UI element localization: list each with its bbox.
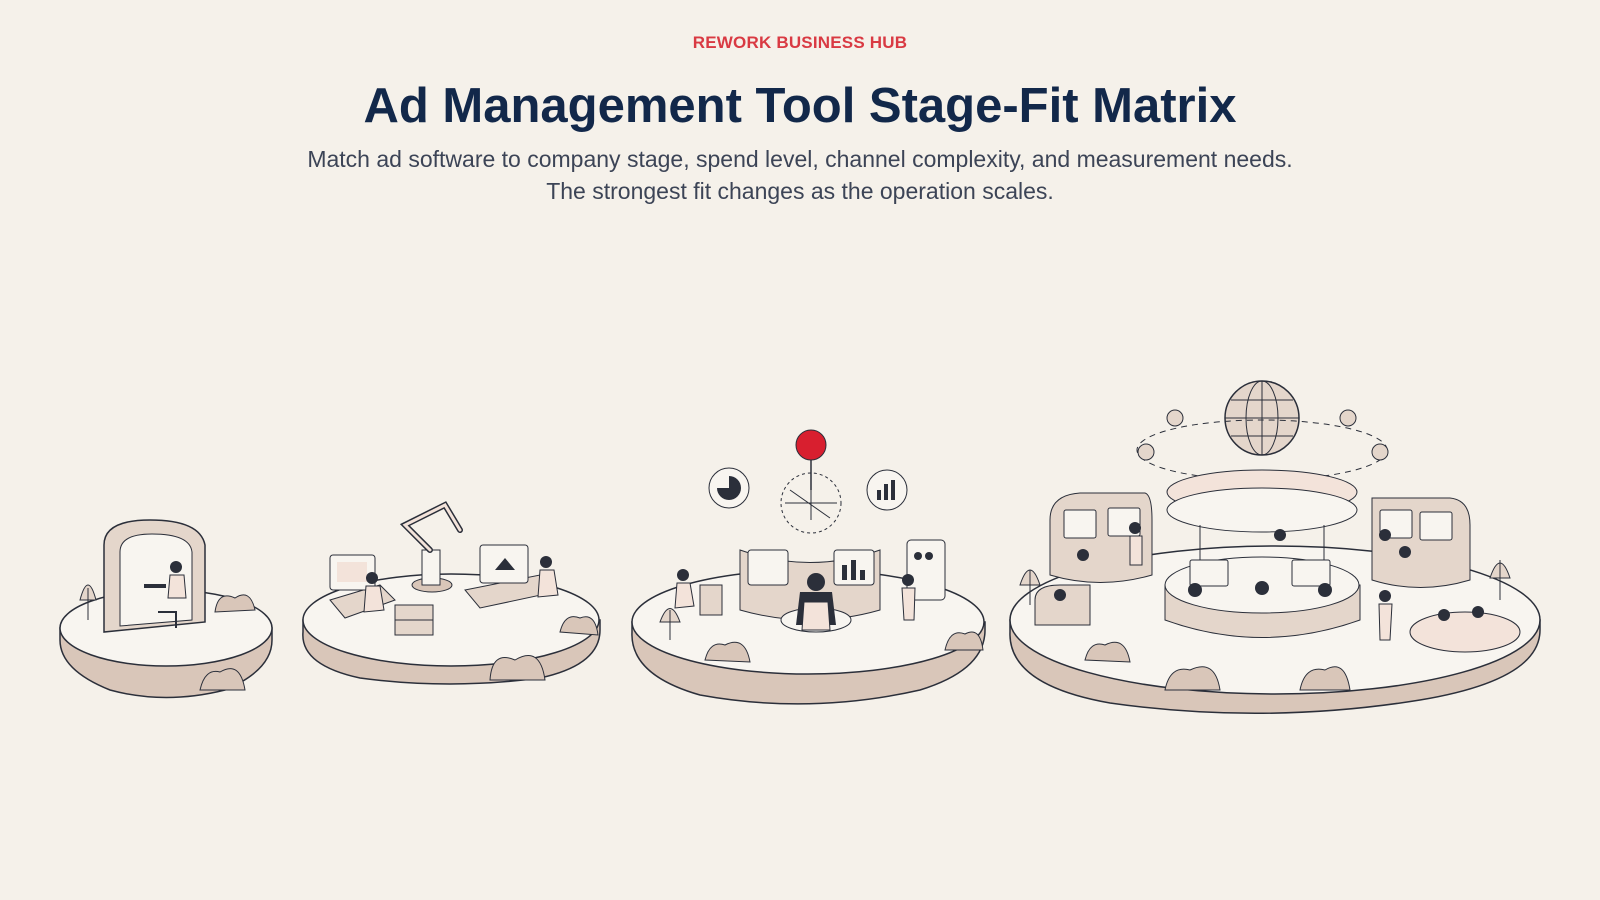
enterprise-stage-illustration (1009, 380, 1541, 715)
eyebrow-label: REWORK BUSINESS HUB (692, 33, 908, 52)
subtitle-line-1: Match ad software to company stage, spen… (307, 146, 1293, 172)
subtitle-line-2: The strongest fit changes as the operati… (546, 178, 1054, 204)
page-subtitle: Match ad software to company stage, spen… (0, 143, 1600, 207)
stage-illustrations (59, 380, 1541, 715)
page-title: Ad Management Tool Stage-Fit Matrix (363, 79, 1237, 133)
solo-stage-illustration (59, 519, 273, 699)
small-team-stage-illustration (302, 501, 601, 685)
growth-stage-illustration (631, 429, 986, 705)
